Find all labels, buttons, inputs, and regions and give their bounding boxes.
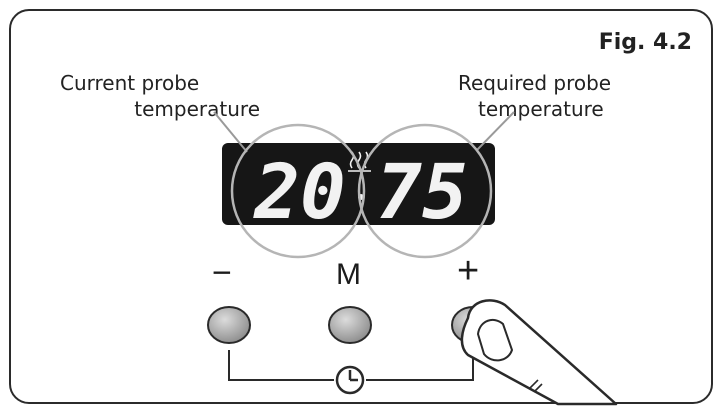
current-probe-label-line1: Current probe — [60, 71, 200, 95]
required-highlight-circle — [357, 123, 493, 259]
required-probe-label-line1: Required probe — [458, 71, 612, 95]
minus-label: − — [212, 254, 232, 292]
current-temperature-digits: 20 — [252, 147, 346, 236]
clock-icon — [335, 365, 365, 395]
required-leader-line — [476, 111, 515, 151]
mode-button[interactable] — [328, 306, 372, 344]
current-leader-line — [213, 111, 248, 153]
figure-frame — [9, 9, 713, 404]
current-probe-label: Current probe temperature — [60, 70, 260, 122]
bracket-left — [228, 350, 334, 381]
finger-icon — [460, 299, 618, 406]
required-probe-label-line2: temperature — [478, 97, 604, 121]
bracket-right — [366, 350, 474, 381]
figure-label: Fig. 4.2 — [598, 30, 692, 55]
current-highlight-circle — [230, 123, 366, 259]
plus-label: + — [457, 250, 480, 292]
required-probe-label: Required probe temperature — [458, 70, 678, 122]
minus-button[interactable] — [207, 306, 251, 344]
required-temperature-digits: 75 — [376, 147, 468, 236]
current-probe-label-line2: temperature — [134, 97, 260, 121]
mode-label: M — [336, 258, 361, 291]
